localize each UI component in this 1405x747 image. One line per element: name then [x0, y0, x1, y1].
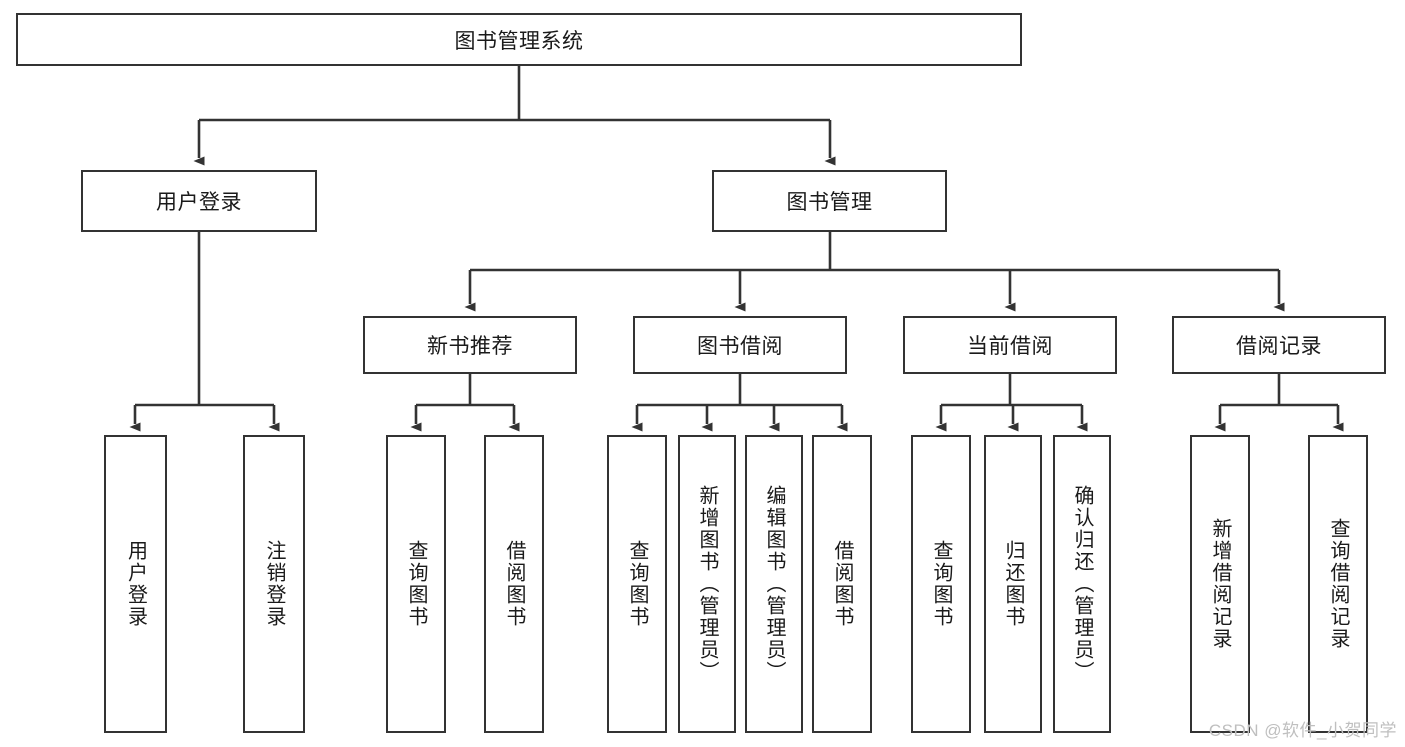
leaf-edit-book-admin-label: 编辑图书（管理员）	[763, 485, 785, 683]
leaf-return-book-label: 归还图书	[1002, 540, 1024, 628]
leaf-borrow-book-label: 借阅图书	[831, 540, 853, 628]
leaf-query-book-recommend-label: 查询图书	[405, 540, 427, 628]
node-borrow-record[interactable]: 借阅记录	[1172, 316, 1386, 374]
leaf-user-login-label: 用户登录	[124, 540, 147, 628]
node-current-borrow-label: 当前借阅	[967, 335, 1053, 358]
node-book-management-label: 图书管理	[786, 191, 873, 214]
leaf-add-book-admin-label: 新增图书（管理员）	[696, 485, 718, 683]
leaf-confirm-return-admin[interactable]: 确认归还（管理员）	[1053, 435, 1111, 733]
leaf-add-book-admin[interactable]: 新增图书（管理员）	[678, 435, 736, 733]
node-book-borrow-label: 图书借阅	[697, 335, 783, 358]
leaf-logout[interactable]: 注销登录	[243, 435, 305, 733]
leaf-query-book-current[interactable]: 查询图书	[911, 435, 971, 733]
leaf-return-book[interactable]: 归还图书	[984, 435, 1042, 733]
leaf-add-borrow-record-label: 新增借阅记录	[1209, 518, 1231, 650]
leaf-edit-book-admin[interactable]: 编辑图书（管理员）	[745, 435, 803, 733]
node-current-borrow[interactable]: 当前借阅	[903, 316, 1117, 374]
watermark: CSDN @软件_小贺同学	[1208, 721, 1397, 740]
node-new-book-recommend[interactable]: 新书推荐	[363, 316, 577, 374]
node-root[interactable]: 图书管理系统	[16, 13, 1022, 66]
node-book-management[interactable]: 图书管理	[712, 170, 947, 232]
node-new-book-recommend-label: 新书推荐	[427, 335, 513, 358]
leaf-logout-label: 注销登录	[263, 540, 285, 628]
leaf-query-borrow-record[interactable]: 查询借阅记录	[1308, 435, 1368, 733]
leaf-confirm-return-admin-label: 确认归还（管理员）	[1071, 485, 1093, 683]
leaf-query-book-current-label: 查询图书	[930, 540, 952, 628]
leaf-borrow-book-recommend[interactable]: 借阅图书	[484, 435, 544, 733]
leaf-query-book-borrow-label: 查询图书	[626, 540, 648, 628]
leaf-borrow-book-recommend-label: 借阅图书	[503, 540, 525, 628]
leaf-borrow-book[interactable]: 借阅图书	[812, 435, 872, 733]
node-user-login[interactable]: 用户登录	[81, 170, 317, 232]
leaf-query-book-borrow[interactable]: 查询图书	[607, 435, 667, 733]
leaf-query-book-recommend[interactable]: 查询图书	[386, 435, 446, 733]
node-user-login-label: 用户登录	[156, 191, 242, 214]
leaf-add-borrow-record[interactable]: 新增借阅记录	[1190, 435, 1250, 733]
node-book-borrow[interactable]: 图书借阅	[633, 316, 847, 374]
leaf-query-borrow-record-label: 查询借阅记录	[1327, 518, 1349, 650]
node-root-label: 图书管理系统	[454, 29, 584, 53]
node-borrow-record-label: 借阅记录	[1236, 335, 1322, 358]
leaf-user-login[interactable]: 用户登录	[104, 435, 167, 733]
